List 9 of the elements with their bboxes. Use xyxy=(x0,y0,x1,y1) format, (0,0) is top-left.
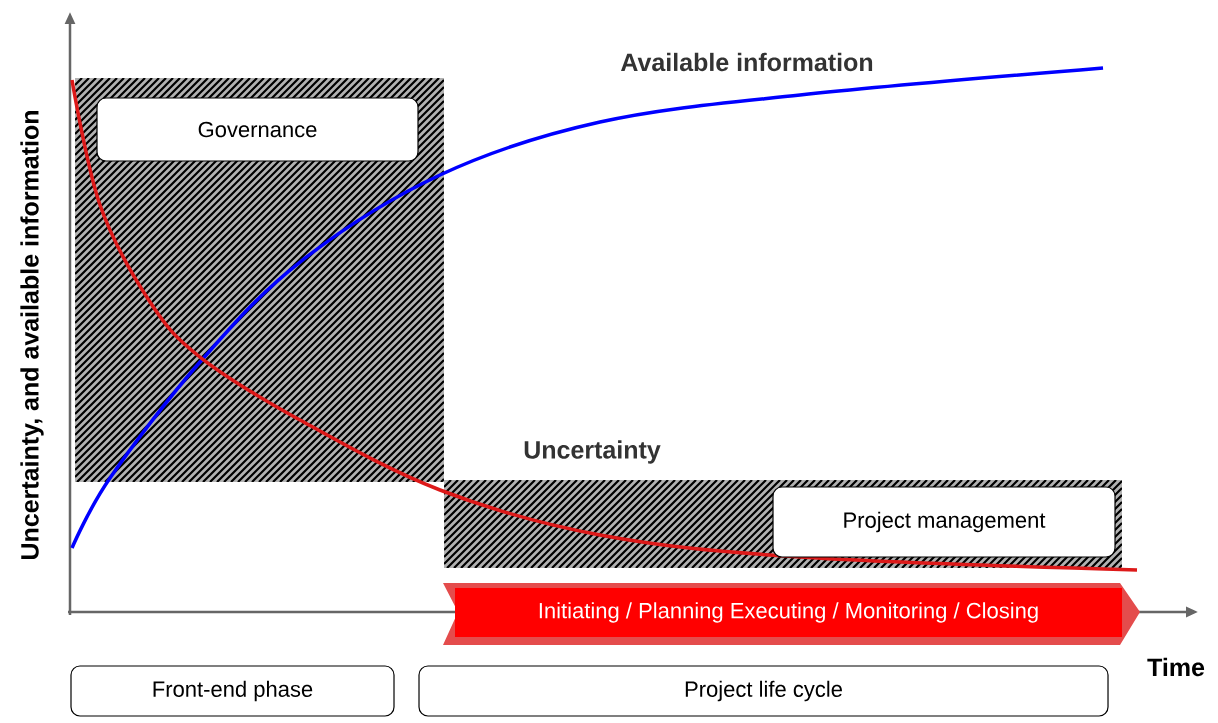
curve-label: Uncertainty xyxy=(524,440,661,464)
rounded-box: Governance xyxy=(96,97,419,162)
axis-label: Time xyxy=(1147,657,1205,677)
rounded-box: Project life cycle xyxy=(418,665,1109,717)
curve-label: Available information xyxy=(621,52,873,72)
rounded-box: Front-end phase xyxy=(70,665,395,717)
phase-banner: Initiating / Planning Executing / Monitoring / Closing xyxy=(443,583,1140,645)
axis-label: Uncertainty, and available information xyxy=(20,111,44,559)
rounded-box: Project management xyxy=(772,486,1116,558)
